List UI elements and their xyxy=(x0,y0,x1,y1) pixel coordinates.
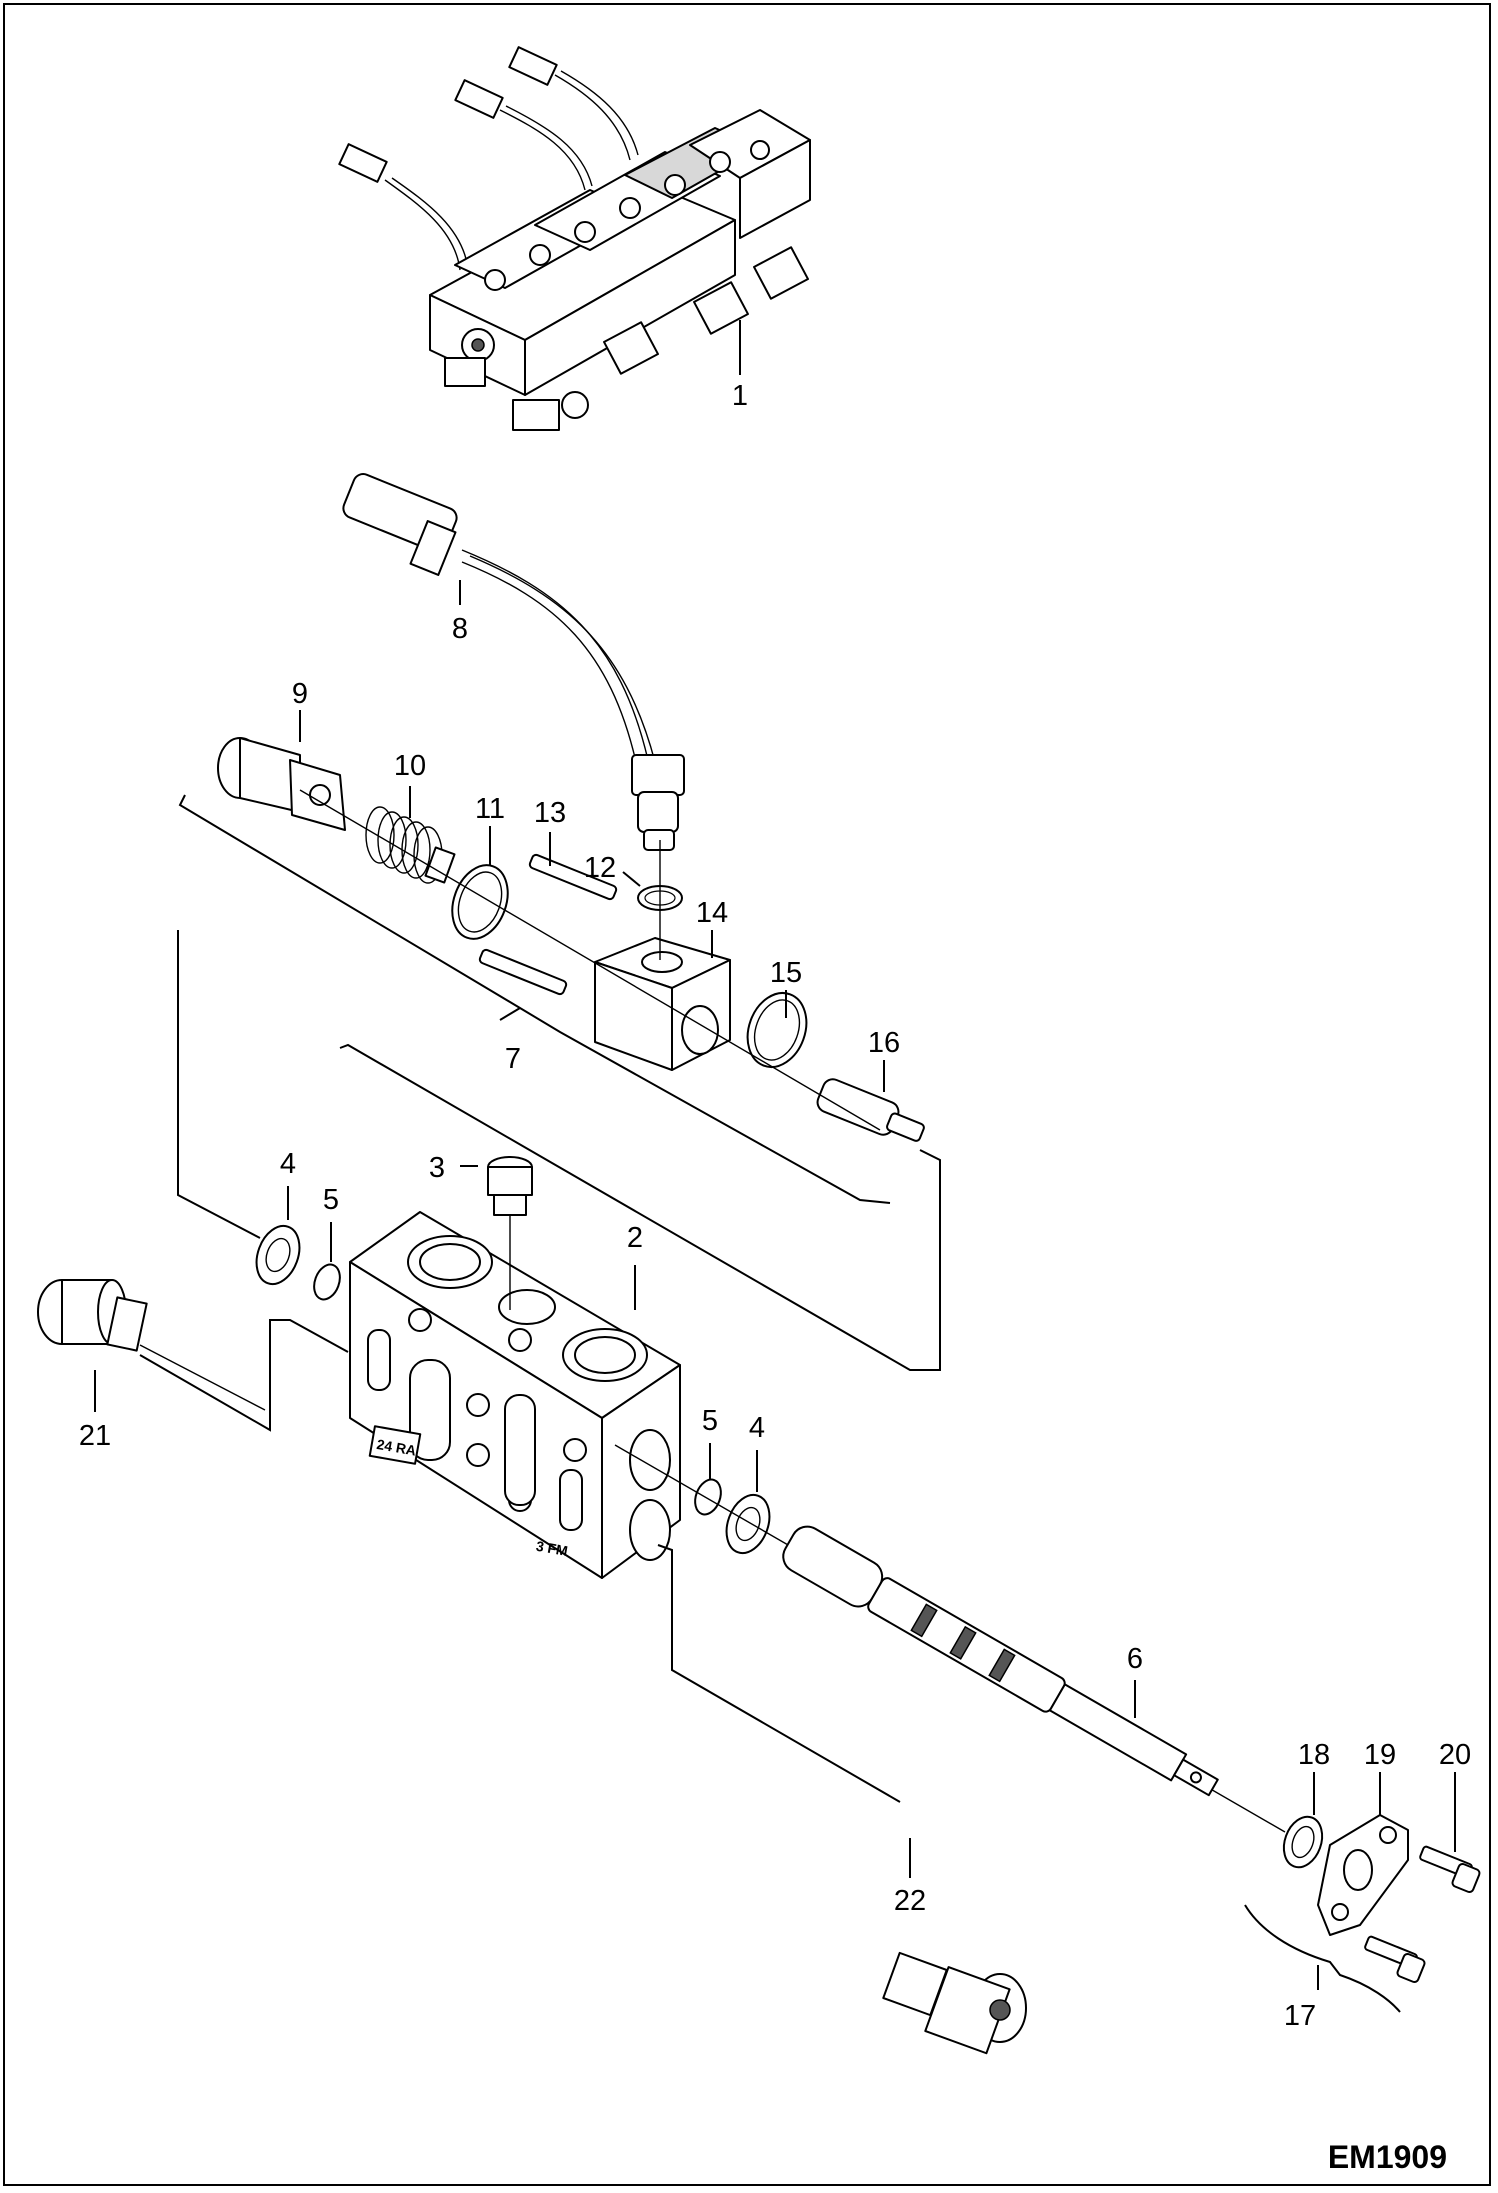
callout-9: 9 xyxy=(292,678,308,710)
brace-part-17 xyxy=(1244,1904,1401,2013)
routing-line xyxy=(139,1319,349,1432)
body-stamp-main: 24 RA xyxy=(376,1436,418,1459)
valve-body-part-2: 24 RA 3 FM xyxy=(349,1211,681,1579)
callout-8: 8 xyxy=(452,613,468,645)
figure-code: EM1909 xyxy=(1328,2139,1447,2175)
brace-part-7 xyxy=(178,794,891,1204)
routing-line xyxy=(657,1544,901,1803)
spool-part-6 xyxy=(782,1525,1219,1797)
callout-13: 13 xyxy=(534,797,566,829)
callout-3: 3 xyxy=(429,1152,445,1184)
callout-7: 7 xyxy=(505,1043,521,1075)
leader-line xyxy=(622,871,641,887)
callout-5-left: 5 xyxy=(323,1184,339,1216)
callout-20: 20 xyxy=(1439,1739,1471,1771)
plug-part-22 xyxy=(882,1951,1027,2055)
plug-part-3 xyxy=(487,1156,533,1310)
o-ring-part-5-right xyxy=(694,1478,722,1516)
callout-12: 12 xyxy=(584,852,616,884)
routing-line xyxy=(177,930,261,1239)
callout-4-left: 4 xyxy=(280,1148,296,1180)
callout-4-right: 4 xyxy=(749,1412,765,1444)
callout-10: 10 xyxy=(394,750,426,782)
callout-15: 15 xyxy=(770,957,802,989)
callout-19: 19 xyxy=(1364,1739,1396,1771)
callout-17: 17 xyxy=(1284,2000,1316,2032)
solenoid-kit-part-7 xyxy=(217,737,925,1142)
flange-part-19 xyxy=(1317,1814,1409,1936)
callout-22: 22 xyxy=(894,1885,926,1917)
routing-line xyxy=(339,1043,941,1371)
callout-18: 18 xyxy=(1298,1739,1330,1771)
callout-16: 16 xyxy=(868,1027,900,1059)
callout-1: 1 xyxy=(732,380,748,412)
plug-part-21 xyxy=(37,1279,266,1411)
callout-14: 14 xyxy=(696,897,728,929)
callout-5-right: 5 xyxy=(702,1405,718,1437)
body-stamp-small: 3 FM xyxy=(535,1538,569,1559)
callout-6: 6 xyxy=(1127,1643,1143,1675)
diagram-frame xyxy=(3,3,1491,2186)
leader-line xyxy=(499,1007,521,1021)
harness-part-8 xyxy=(342,473,685,851)
bolts-part-20 xyxy=(1364,1845,1481,1984)
o-ring-part-5-left xyxy=(313,1263,341,1301)
callout-21: 21 xyxy=(79,1420,111,1452)
valve-assembly-part-1 xyxy=(338,46,811,431)
callout-2: 2 xyxy=(627,1222,643,1254)
callout-11: 11 xyxy=(475,793,505,825)
